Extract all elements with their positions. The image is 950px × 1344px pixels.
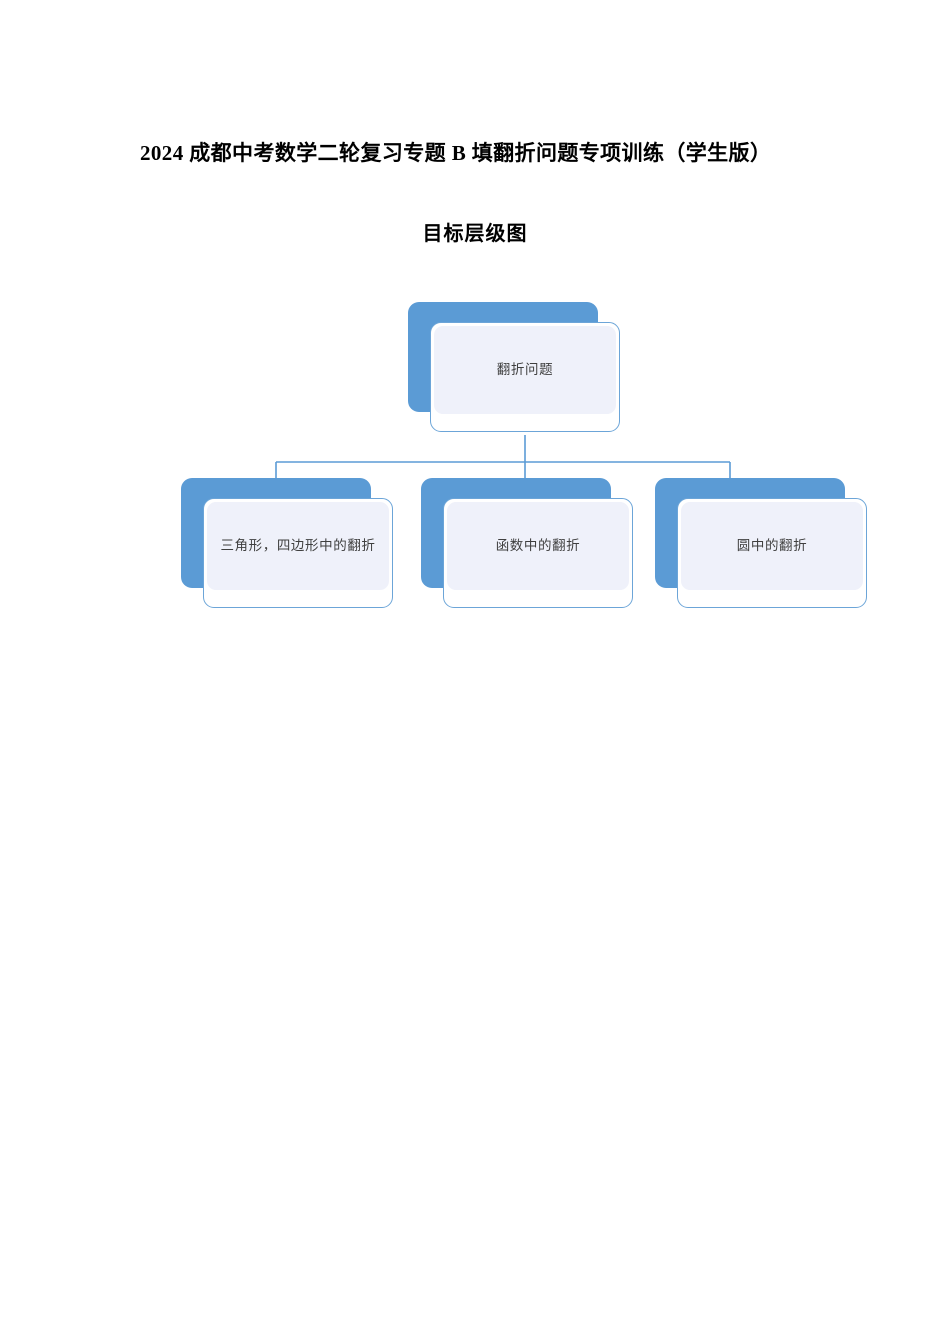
node-label-child-0: 三角形，四边形中的翻折 (220, 537, 376, 553)
node-inner-panel (434, 326, 616, 414)
node-inner-panel (207, 502, 389, 590)
node-inner-panel (447, 502, 629, 590)
diagram-heading: 目标层级图 (422, 223, 528, 245)
node-label-child-1: 函数中的翻折 (495, 537, 581, 553)
node-inner-panel (681, 502, 863, 590)
page-title: 2024 成都中考数学二轮复习专题 B 填翻折问题专项训练（学生版） (140, 141, 772, 165)
objective-hierarchy-diagram: 翻折问题 三角形，四边形中的翻折 函数中的翻折 圆中的翻折 (0, 280, 950, 640)
node-label-child-2: 圆中的翻折 (736, 537, 808, 553)
node-label-root: 翻折问题 (496, 361, 554, 377)
